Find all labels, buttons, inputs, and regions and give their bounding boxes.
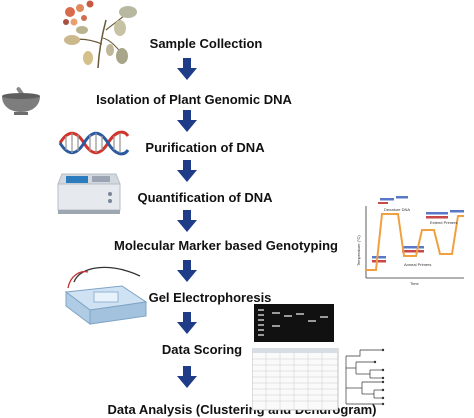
plant-sample-icon [63, 0, 137, 69]
down-arrow-icon [177, 160, 197, 182]
gel-apparatus-icon [64, 266, 148, 325]
pcr-annotation-denature: Denature DNA [384, 207, 410, 212]
dna-strand-icon [372, 196, 464, 263]
down-arrow-icon [177, 366, 197, 388]
pcr-annotation-anneal: Anneal Primers [404, 262, 431, 267]
gel-image [254, 304, 334, 342]
spectrophotometer-icon [57, 173, 121, 214]
pcr-xlabel: Time [410, 281, 420, 286]
pcr-ylabel: Temperature (°C) [356, 235, 361, 266]
dna-helix-icon [58, 130, 130, 156]
down-arrow-icon [177, 58, 197, 80]
down-arrow-icon [177, 110, 197, 132]
step-gel-electrophoresis: Gel Electrophoresis [148, 290, 272, 305]
mortar-pestle-icon [2, 87, 40, 115]
down-arrow-icon [177, 210, 197, 232]
pcr-thermal-cycle-plot: Denature DNA Anneal Primers Extend Prime… [354, 194, 468, 288]
pcr-annotation-extend: Extend Primers [430, 220, 457, 225]
down-arrow-icon [177, 260, 197, 282]
step-isolation-dna: Isolation of Plant Genomic DNA [96, 92, 292, 107]
down-arrow-icon [177, 312, 197, 334]
step-quantification-dna: Quantification of DNA [137, 190, 273, 205]
step-data-scoring: Data Scoring [161, 342, 243, 357]
scoring-table-dendrogram [252, 348, 385, 411]
step-sample-collection: Sample Collection [149, 36, 263, 51]
step-genotyping: Molecular Marker based Genotyping [114, 238, 338, 253]
step-purification-dna: Purification of DNA [145, 140, 265, 155]
